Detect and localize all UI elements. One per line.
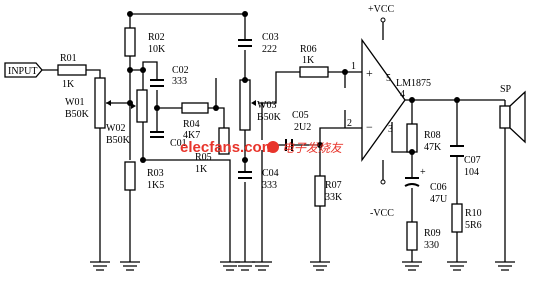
c06-plus: +: [420, 167, 426, 178]
watermark-logo-icon: [267, 141, 279, 153]
watermark-site: elecfans.com: [180, 139, 275, 156]
junction-dots: [127, 11, 460, 163]
opamp-lm1875: LM1875 1 2 3 4 5 + −: [347, 37, 431, 163]
c03-ref: C03: [262, 32, 279, 43]
r01-ref: R01: [60, 53, 77, 64]
pin-1: 1: [351, 61, 356, 72]
resistor-r09: R09 330: [406, 221, 441, 251]
resistor-r01: R01 1K: [57, 53, 87, 90]
capacitor-c01: C01: [150, 131, 187, 149]
capacitor-c03: C03 222: [238, 32, 279, 55]
supply-positive: +VCC: [368, 4, 395, 23]
resistor-r06: R06 1K: [299, 44, 329, 78]
r04-ref: R04: [183, 119, 200, 130]
c07-value: 104: [464, 167, 479, 178]
r03-value: 1K5: [147, 180, 164, 191]
capacitor-c02: C02 333: [150, 65, 189, 87]
pin-5: 5: [386, 73, 391, 84]
w03-value: B50K: [257, 112, 282, 123]
watermark-cn: 电子发烧友: [282, 141, 344, 155]
r09-ref: R09: [424, 228, 441, 239]
w03-ref: W03: [257, 100, 276, 111]
resistor-r02: R02 10K: [124, 27, 166, 57]
c07-ref: C07: [464, 155, 481, 166]
c02-value: 333: [172, 76, 187, 87]
c06-ref: C06: [430, 182, 447, 193]
c02-ref: C02: [172, 65, 189, 76]
c05-value: 2U2: [294, 122, 311, 133]
resistor-r10: R10 5R6: [451, 203, 482, 233]
r02-ref: R02: [148, 32, 165, 43]
r06-value: 1K: [302, 55, 315, 66]
resistor-r03: R03 1K5: [124, 161, 164, 191]
capacitor-c07: C07 104: [450, 145, 481, 178]
r06-ref: R06: [300, 44, 317, 55]
ic-label: LM1875: [396, 78, 431, 89]
capacitor-c04: C04 333: [238, 168, 279, 191]
input-terminal: INPUT: [4, 62, 43, 78]
c04-ref: C04: [262, 168, 279, 179]
resistor-r07: R07 33K: [314, 175, 343, 207]
r01-value: 1K: [62, 79, 75, 90]
potentiometer-w01: W01 B50K: [65, 77, 113, 129]
resistor-r05: R05 1K: [195, 127, 230, 175]
c03-value: 222: [262, 44, 277, 55]
r05-ref: R05: [195, 152, 212, 163]
r08-value: 47K: [424, 142, 442, 153]
w01-value: B50K: [65, 109, 90, 120]
capacitor-c06: + C06 47U: [404, 167, 448, 205]
c04-value: 333: [262, 180, 277, 191]
c06-value: 47U: [430, 194, 448, 205]
minus-input: −: [366, 120, 373, 134]
r07-value: 33K: [325, 192, 343, 203]
r02-value: 10K: [148, 44, 166, 55]
ground-symbols: [90, 261, 515, 271]
potentiometer-w02: W02 B50K: [106, 89, 148, 146]
plus-input: +: [366, 66, 373, 80]
r09-value: 330: [424, 240, 439, 251]
resistor-r08: R08 47K: [406, 123, 442, 153]
r08-ref: R08: [424, 130, 441, 141]
r07-ref: R07: [325, 180, 342, 191]
vcc-neg-label: -VCC: [370, 208, 394, 219]
capacitor-c05: C05 2U2: [285, 110, 311, 151]
input-label: INPUT: [8, 66, 37, 77]
r10-ref: R10: [465, 208, 482, 219]
r03-ref: R03: [147, 168, 164, 179]
sp-label: SP: [500, 84, 512, 95]
r10-value: 5R6: [465, 220, 482, 231]
pin-2: 2: [347, 118, 352, 129]
vcc-pos-label: +VCC: [368, 4, 395, 15]
c05-ref: C05: [292, 110, 309, 121]
speaker-sp: SP: [499, 84, 526, 144]
w02-value: B50K: [106, 135, 131, 146]
w01-ref: W01: [65, 97, 84, 108]
pin-3: 3: [388, 124, 393, 135]
w02-ref: W02: [106, 123, 125, 134]
r04-value: 4K7: [183, 130, 200, 141]
pin-4: 4: [400, 89, 405, 100]
supply-negative: -VCC: [370, 179, 394, 219]
r05-value: 1K: [195, 164, 208, 175]
c01-ref: C01: [170, 138, 187, 149]
watermark: elecfans.com 电子发烧友: [180, 139, 344, 156]
resistor-r04: R04 4K7: [181, 102, 209, 141]
